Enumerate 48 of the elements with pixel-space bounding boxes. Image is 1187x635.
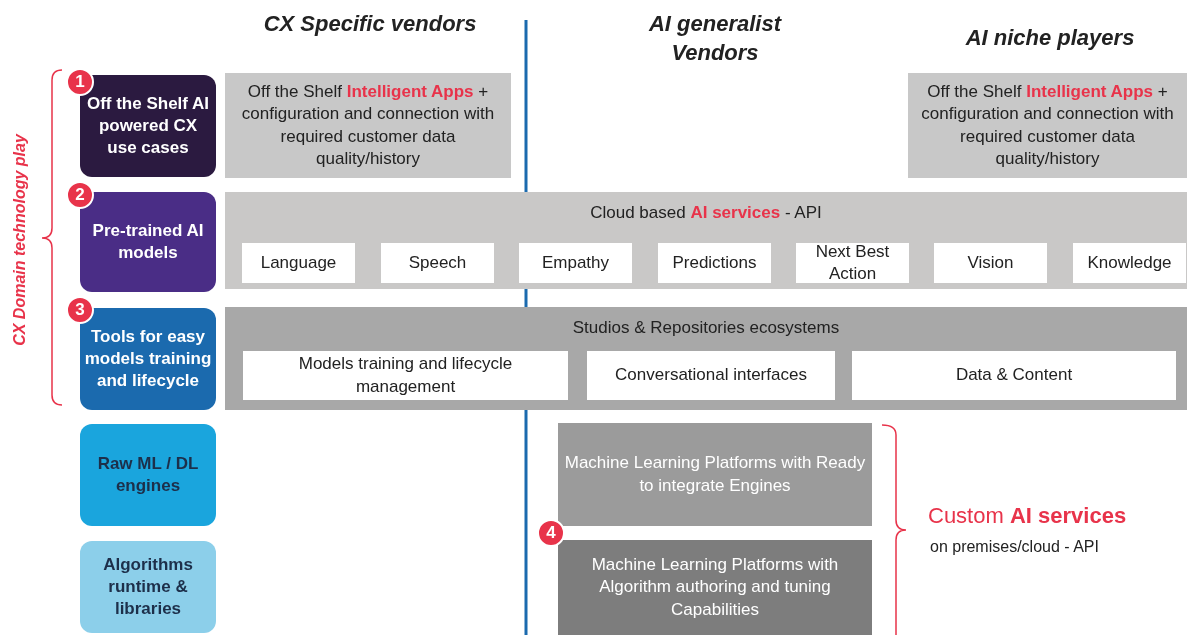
number-badge: 1 [66,68,94,96]
number-badge: 3 [66,296,94,324]
service-box [381,243,494,283]
box-text: Off the Shelf Intelligent Apps + configuration and connection with required customer data quality/history [920,81,1175,170]
offering-box [558,423,872,526]
number-badge: 2 [66,181,94,209]
box-text: Knowledge [1087,251,1172,274]
box-text: Machine Learning Platforms with Algorithm authoring and tuning Capabilities [590,554,840,621]
offering-box [558,540,872,635]
service-box [852,351,1176,400]
service-box [796,243,909,283]
box-text: Next Best Action [814,240,891,285]
bracket-label: Custom AI services [928,503,1127,529]
ecosystem-band [225,192,1187,289]
box-text: Vision [967,251,1014,274]
box-text: Data & Content [955,364,1073,387]
service-box [1073,243,1186,283]
bracket-note: on premises/cloud - API [930,538,1099,556]
service-box [934,243,1047,283]
box-text: Machine Learning Platforms with Ready to integrate Engines [563,452,867,497]
number-badge: 4 [537,519,565,547]
column-heading: AI niche players [964,24,1136,52]
box-text: Models training and lifecycle management [297,353,514,398]
box-text: Raw ML / DL engines [96,452,200,497]
box-text: Empathy [541,251,610,274]
box-text: Pre-trained AI models [91,219,205,264]
service-box [242,243,355,283]
box-text: Predictions [672,251,757,274]
column-heading: CX Specific vendors [262,10,478,38]
offering-box [908,73,1187,178]
box-text: Cloud based AI services - API [590,202,822,224]
ecosystem-band [225,307,1187,410]
layer-box [80,424,216,526]
layer-box [80,541,216,633]
service-box [658,243,771,283]
service-box [519,243,632,283]
box-text: Language [260,251,337,274]
vertical-label: CX Domain technology play [11,134,29,346]
box-text: Tools for easy models training and lifecycle [84,325,212,393]
box-text: Algorithms runtime & libraries [102,553,194,621]
box-text: Speech [408,251,467,274]
box-text: Conversational interfaces [615,364,807,387]
column-heading: AI generalist Vendors [647,10,783,67]
service-box [587,351,835,400]
service-box [243,351,568,400]
box-text: Off the Shelf Intelligent Apps + configuration and connection with required customer data quality/history [240,81,496,170]
box-text: Studios & Repositories ecosystems [572,317,840,339]
offering-box [225,73,511,178]
